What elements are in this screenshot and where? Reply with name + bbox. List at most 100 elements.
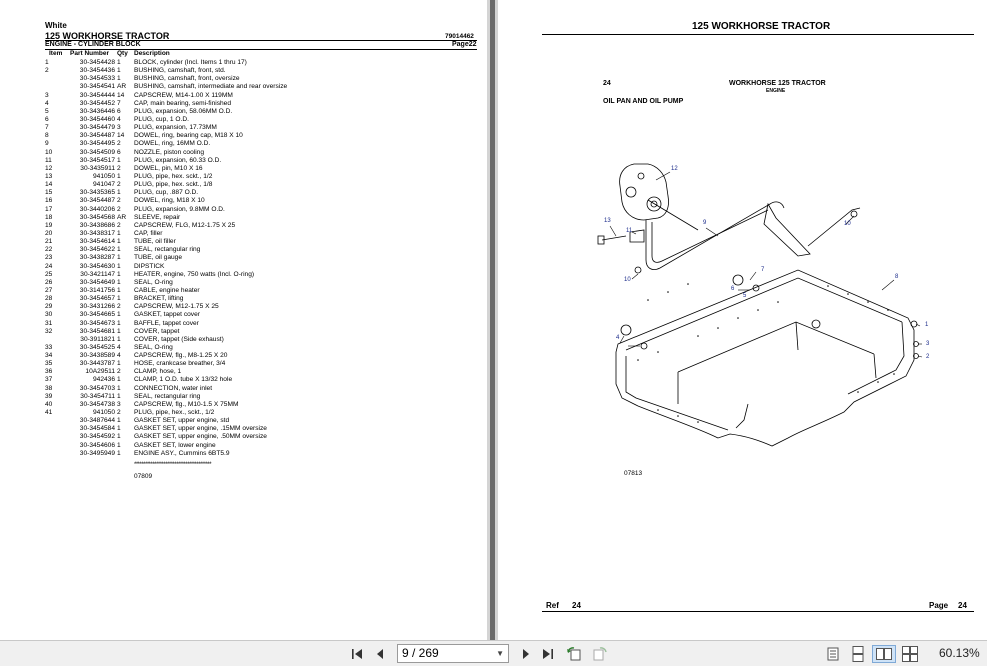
part-number-cell: 30-3436446 <box>79 107 115 115</box>
page-indicator: 9 / 269 <box>402 646 439 660</box>
callout-7: 7 <box>761 267 765 273</box>
callout-3: 3 <box>926 341 930 347</box>
callout-11: 11 <box>626 228 633 234</box>
part-number-cell: 30-3454673 <box>79 319 115 327</box>
last-page-icon[interactable] <box>540 645 556 663</box>
page-footer-value: 24 <box>958 601 967 610</box>
description-cell: CABLE, engine heater <box>134 286 200 294</box>
description-cell: NOZZLE, piston cooling <box>134 148 204 156</box>
item-cell: 13 <box>45 172 53 180</box>
item-cell: 9 <box>45 140 49 148</box>
col-description: Description <box>134 50 170 57</box>
qty-cell: 2 <box>117 181 121 189</box>
qty-cell: 1 <box>117 238 121 246</box>
rotate-forward-icon[interactable] <box>591 645 609 663</box>
continuous-view-icon[interactable] <box>849 645 867 663</box>
callout-5: 5 <box>743 293 747 299</box>
part-number-cell: 30-3454517 <box>79 156 115 164</box>
page-number-input[interactable]: 9 / 269 ▼ <box>397 644 509 663</box>
qty-cell: 1 <box>117 441 121 449</box>
callout-8: 8 <box>895 274 899 280</box>
rotate-back-icon[interactable] <box>565 645 583 663</box>
next-page-icon[interactable] <box>518 645 534 663</box>
part-number-cell: 30-3454509 <box>79 148 115 156</box>
description-cell: BAFFLE, tappet cover <box>134 319 199 327</box>
item-cell: 17 <box>45 205 53 213</box>
col-qty: Qty <box>117 50 128 57</box>
part-number-cell: 30-3438589 <box>79 352 115 360</box>
description-cell: SLEEVE, repair <box>134 213 181 221</box>
item-cell: 6 <box>45 115 49 123</box>
qty-cell: 1 <box>117 384 121 392</box>
qty-cell: 1 <box>117 335 121 343</box>
scrollbar-thumb[interactable] <box>490 0 495 640</box>
item-cell: 40 <box>45 400 53 408</box>
description-cell: BLOCK, cylinder (Incl. Items 1 thru 17) <box>134 59 247 66</box>
qty-cell: 1 <box>117 156 121 164</box>
item-cell: 3 <box>45 91 49 99</box>
description-cell: PLUG, cup, .887 O.D. <box>134 189 199 197</box>
description-cell: CAPSCREW, flg., M8-1.25 X 20 <box>134 352 228 360</box>
figure-title: WORKHORSE 125 TRACTOR <box>729 80 826 87</box>
col-item: Item <box>49 50 63 57</box>
figure-number: 24 <box>603 80 611 87</box>
first-page-icon[interactable] <box>349 645 365 663</box>
qty-cell: 1 <box>117 433 121 441</box>
qty-cell: 1 <box>117 319 121 327</box>
qty-cell: 14 <box>117 132 125 140</box>
left-page: White 125 WORKHORSE TRACTOR 79014462 ENG… <box>0 0 487 640</box>
ref-label: Ref <box>546 601 559 610</box>
item-cell: 33 <box>45 343 53 351</box>
header-rule <box>45 40 477 41</box>
two-page-view-icon[interactable] <box>872 645 896 663</box>
prev-page-icon[interactable] <box>372 645 388 663</box>
part-number-cell: 30-3454533 <box>79 75 115 83</box>
qty-cell: 6 <box>117 107 121 115</box>
qty-cell: 1 <box>117 392 121 400</box>
description-cell: GASKET SET, upper engine, .15MM oversize <box>134 425 267 433</box>
part-number-cell: 30-3438686 <box>79 221 115 229</box>
qty-cell: 1 <box>117 172 121 180</box>
item-cell: 30 <box>45 311 53 319</box>
item-cell: 12 <box>45 164 53 172</box>
description-cell: CAPSCREW, flg., M10-1.5 X 75MM <box>134 400 239 408</box>
description-cell: ENGINE ASY., Cummins 6BT5.9 <box>134 449 230 457</box>
description-cell: PLUG, pipe, hex., sckt., 1/2 <box>134 409 215 417</box>
description-cell: PLUG, expansion, 9.8MM O.D. <box>134 205 225 213</box>
item-cell: 23 <box>45 254 53 262</box>
item-cell: 7 <box>45 124 49 132</box>
part-number-cell: 30-3431266 <box>79 303 115 311</box>
single-page-view-icon[interactable] <box>825 645 841 663</box>
callout-12: 12 <box>671 166 678 172</box>
callout-6: 6 <box>731 286 735 292</box>
chevron-down-icon[interactable]: ▼ <box>496 649 504 658</box>
part-number-cell: 30-3421147 <box>80 270 115 278</box>
qty-cell: 1 <box>117 449 121 457</box>
page-label: Page22 <box>452 41 477 48</box>
description-cell: DOWEL, pin, M10 X 16 <box>134 164 203 172</box>
figure-code: 07809 <box>134 473 153 480</box>
description-cell: SEAL, rectangular ring <box>134 246 201 254</box>
qty-cell: 1 <box>117 189 121 197</box>
two-page-continuous-icon[interactable] <box>901 645 919 663</box>
item-cell: 38 <box>45 384 53 392</box>
part-number-cell: 30-3454703 <box>79 384 115 392</box>
zoom-level[interactable]: 60.13% <box>939 646 980 660</box>
qty-cell: 3 <box>117 400 121 408</box>
part-number-cell: 30-3454657 <box>79 295 115 303</box>
page-divider-scrollbar[interactable] <box>487 0 498 640</box>
part-number-cell: 30-3454665 <box>79 311 115 319</box>
part-number-cell: 30-3454614 <box>79 238 115 246</box>
item-cell: 37 <box>45 376 53 384</box>
item-cell: 27 <box>45 286 53 294</box>
qty-cell: 1 <box>117 278 121 286</box>
description-cell: COVER, tappet (Side exhaust) <box>134 335 224 343</box>
qty-cell: 14 <box>117 91 125 99</box>
description-cell: BUSHING, camshaft, intermediate and rear… <box>134 83 288 91</box>
qty-cell: 2 <box>117 205 121 213</box>
part-number-cell: 10A29511 <box>85 368 115 376</box>
document-viewer[interactable]: White 125 WORKHORSE TRACTOR 79014462 ENG… <box>0 0 987 640</box>
qty-cell: 2 <box>117 221 121 229</box>
description-cell: COVER, tappet <box>134 327 180 335</box>
description-cell: PLUG, expansion, 60.33 O.D. <box>134 156 222 164</box>
